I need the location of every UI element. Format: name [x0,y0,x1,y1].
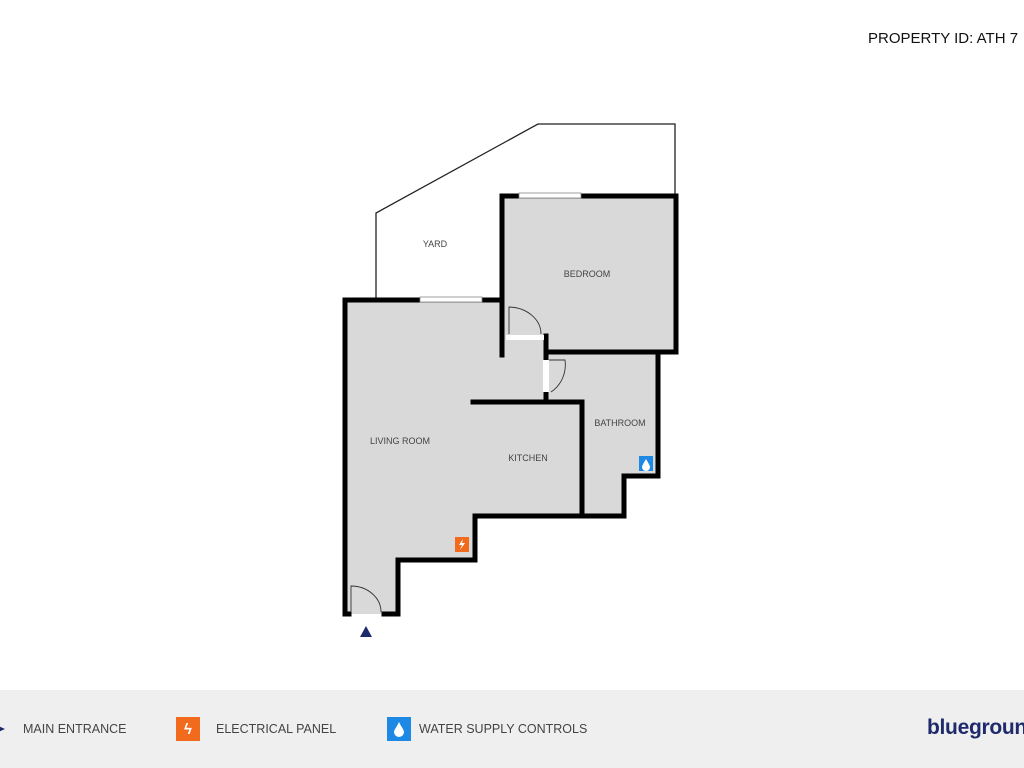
legend-water-supply: WATER SUPPLY CONTROLS [387,690,587,768]
windows [419,192,582,303]
main-entrance-icon [360,626,372,637]
main-entrance-arrow-icon [0,726,5,732]
electrical-panel-icon [455,537,469,552]
blueground-logo: blueground [927,716,1024,739]
room-label-kitchen: KITCHEN [508,453,548,463]
property-id: PROPERTY ID: ATH 7 [868,30,1019,47]
legend-label: MAIN ENTRANCE [23,722,127,736]
interior-floor [345,196,676,614]
room-label-yard: YARD [423,239,448,249]
yard-outline [375,123,676,298]
legend-label: WATER SUPPLY CONTROLS [419,722,588,736]
legend-electrical-panel: ϟ ELECTRICAL PANEL [176,690,336,768]
legend-bar: MAIN ENTRANCE ϟ ELECTRICAL PANEL WATER S… [0,690,1024,768]
room-label-bathroom: BATHROOM [594,418,645,428]
floor-plan: YARD BEDROOM LIVING ROOM KITCHEN BATHROO… [342,123,679,637]
water-supply-icon [639,456,653,471]
doors [350,306,566,613]
legend-label: ELECTRICAL PANEL [216,722,337,736]
legend-main-entrance: MAIN ENTRANCE [0,690,126,768]
room-label-living-room: LIVING ROOM [370,436,430,446]
room-label-bedroom: BEDROOM [564,269,611,279]
water-drop-icon [387,717,411,741]
electrical-bolt-icon: ϟ [176,717,200,741]
